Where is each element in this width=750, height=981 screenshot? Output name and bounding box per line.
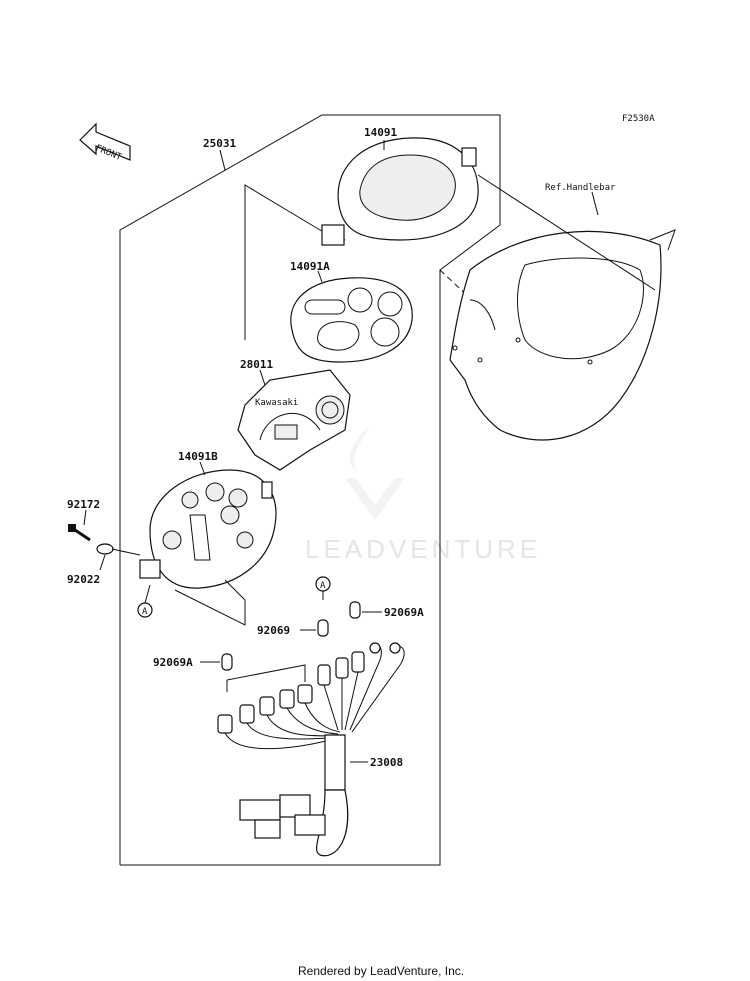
bulb-92069a-left [221,653,233,671]
part-label-92022: 92022 [67,573,100,586]
watermark-logo [345,425,405,520]
wire-harness-23008 [217,642,405,857]
front-arrow-icon: FRONT [79,122,131,163]
bulb-92069 [317,619,329,637]
gauge-brand: Kawasaki [255,398,298,408]
ref-handlebar-label: Ref.Handlebar [545,183,616,193]
part-label-23008: 23008 [370,756,403,769]
callout-a-right-label: A [320,581,326,591]
assembly-outline [119,114,501,866]
watermark-text: LEADVENTURE [305,534,541,564]
screw-92172 [68,524,91,542]
part-label-92069a-right: 92069A [384,606,424,619]
part-label-92069a-left: 92069A [153,656,193,669]
part-label-14091a: 14091A [290,260,330,273]
bulb-92069a-right [349,601,361,619]
part-label-92172: 92172 [67,498,100,511]
diagram-code: F2530A [622,114,655,124]
callout-a-left-label: A [142,607,148,617]
washer-92022 [96,543,114,555]
footer-credit: Rendered by LeadVenture, Inc. [298,964,464,978]
part-label-14091: 14091 [364,126,397,139]
handlebar-cover-ref [449,229,676,441]
meter-cover-14091 [321,137,479,246]
gasket-14091a [290,277,413,363]
meter-assembly-28011: Kawasaki [237,369,351,471]
part-label-14091b: 14091B [178,450,218,463]
meter-housing-14091b [139,469,277,589]
part-label-92069: 92069 [257,624,290,637]
part-label-25031: 25031 [203,137,236,150]
part-label-28011: 28011 [240,358,273,371]
